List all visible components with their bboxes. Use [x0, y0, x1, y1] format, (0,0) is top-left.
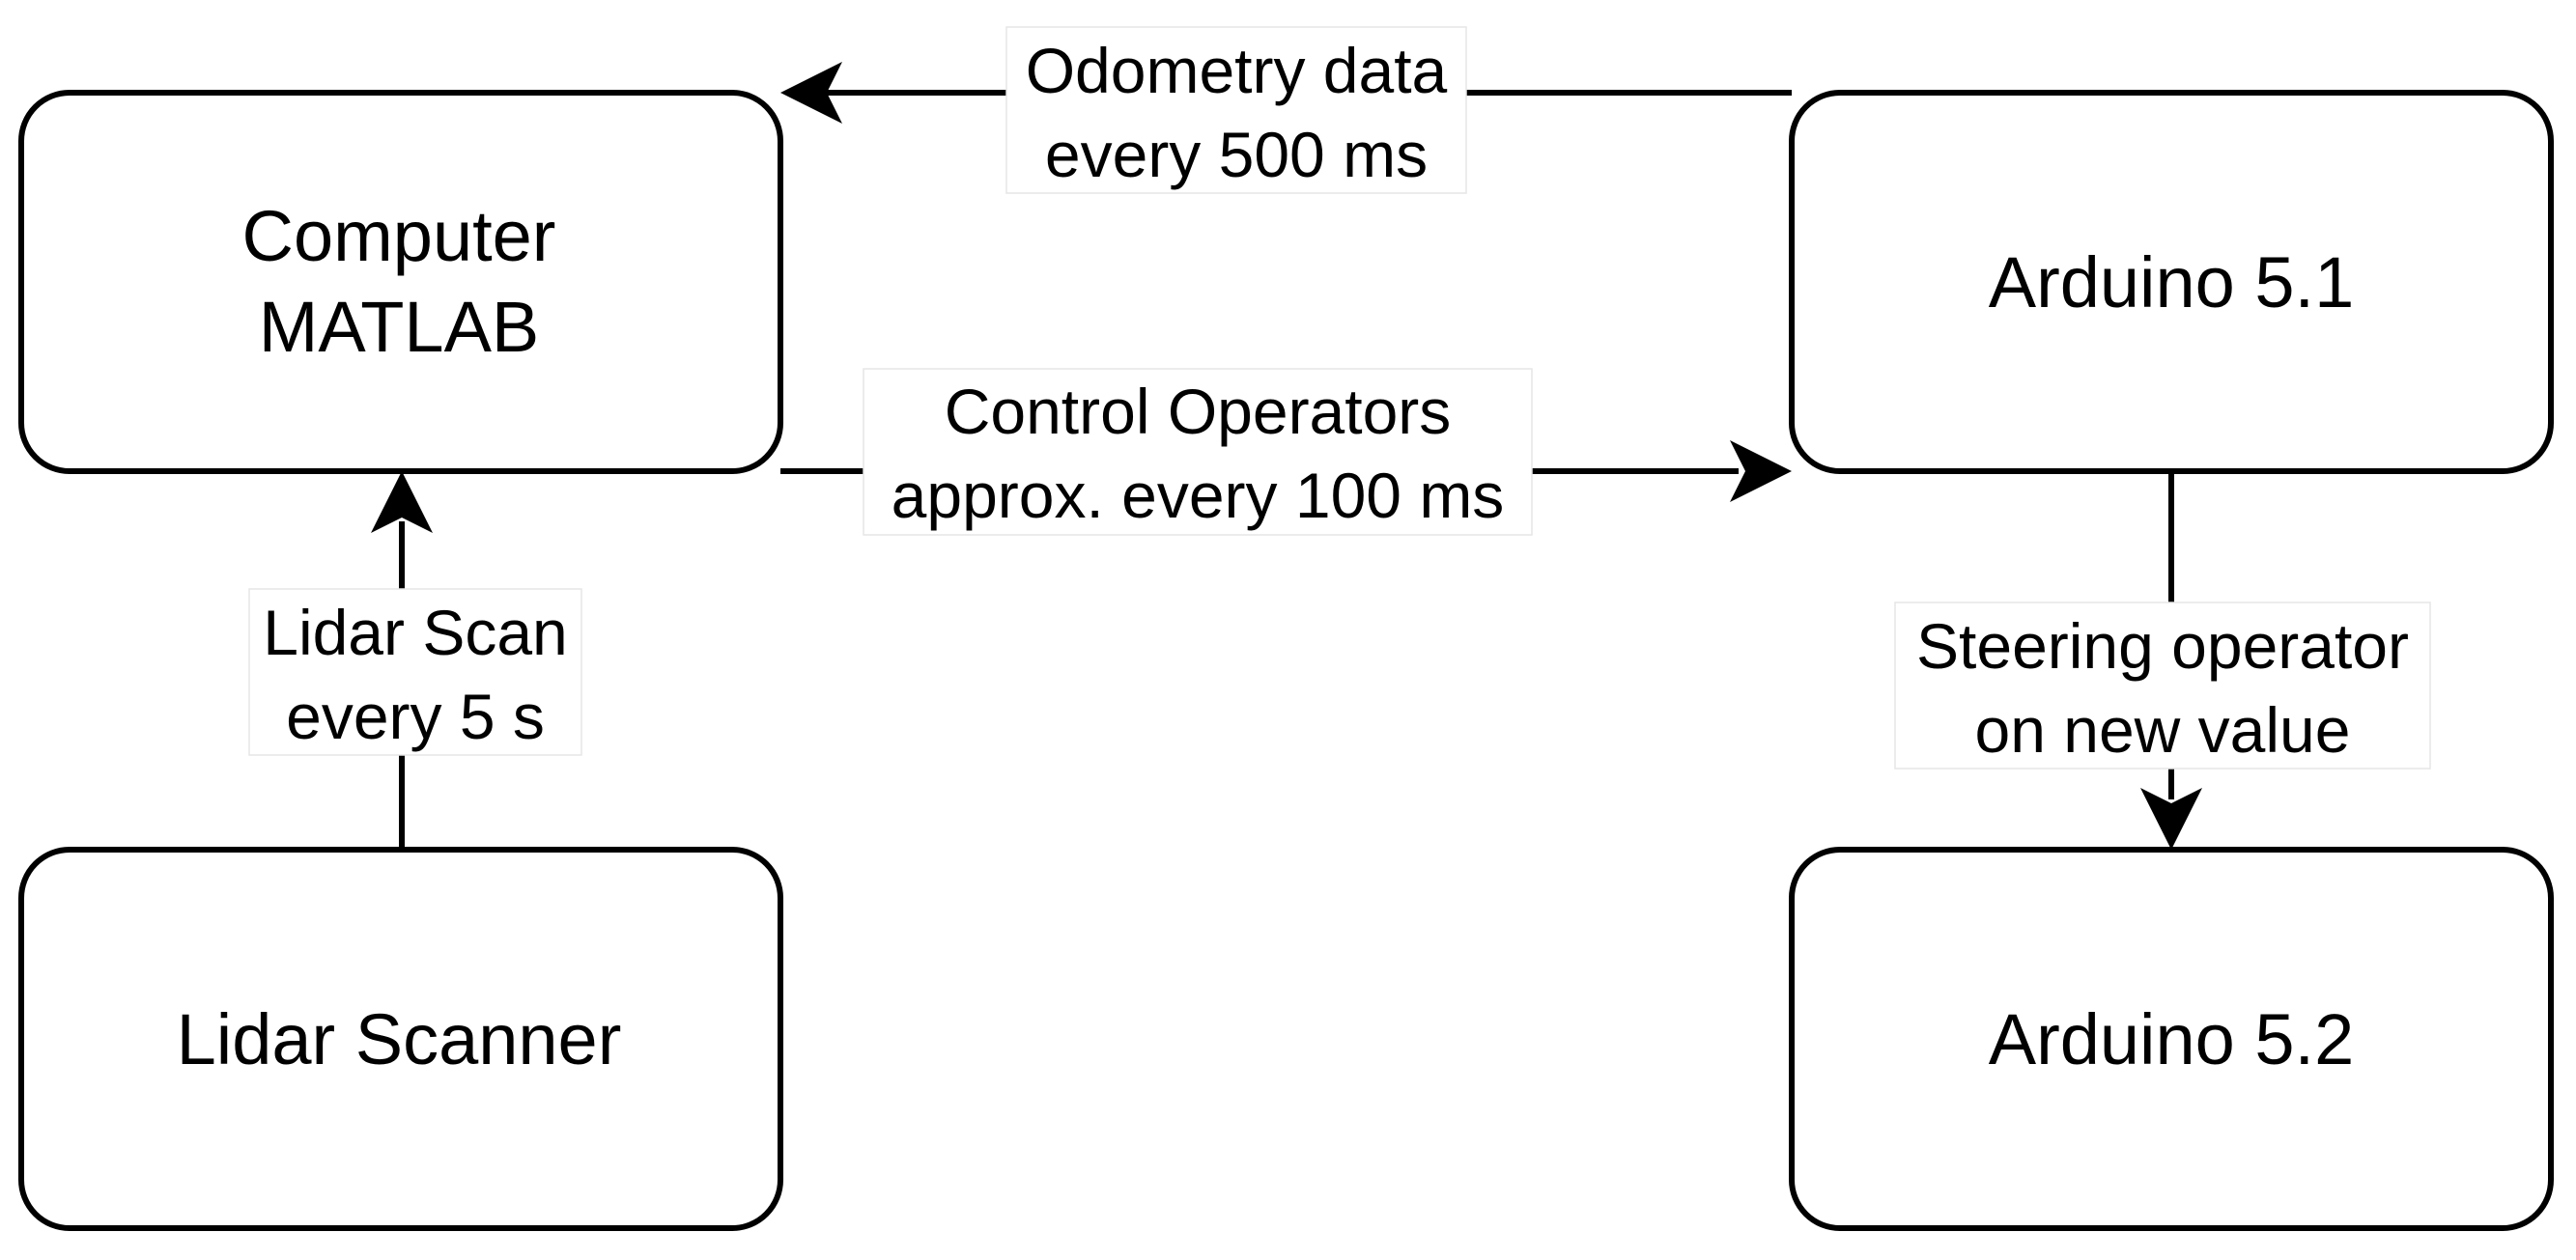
edge-lidar-scan-label-line1: Lidar Scan — [263, 597, 568, 668]
edge-steering-arrowhead — [2140, 788, 2202, 850]
node-computer-label-line1: Computer — [242, 196, 556, 276]
node-arduino-5-1-box — [1789, 90, 2554, 474]
node-arduino-5-1-label: Arduino 5.1 — [1989, 242, 2355, 322]
edge-odometry-label: Odometry data every 500 ms — [1005, 26, 1467, 194]
edge-steering-label-line2: on new value — [1975, 694, 2351, 766]
edge-lidar-scan-label: Lidar Scan every 5 s — [248, 588, 582, 756]
node-computer: Computer MATLAB — [18, 90, 783, 474]
node-computer-box — [18, 90, 783, 474]
node-lidar-scanner-label: Lidar Scanner — [177, 999, 622, 1079]
edge-steering-label-bg — [1894, 602, 2431, 770]
edge-steering-label-line1: Steering operator — [1916, 610, 2409, 682]
node-arduino-5-2-label: Arduino 5.2 — [1989, 999, 2355, 1079]
edge-control-arrowhead — [1730, 440, 1792, 502]
node-lidar-scanner-box — [18, 847, 783, 1231]
node-arduino-5-2: Arduino 5.2 — [1789, 847, 2554, 1231]
node-lidar-scanner: Lidar Scanner — [18, 847, 783, 1231]
edge-odometry-label-line2: every 500 ms — [1045, 119, 1428, 190]
edge-control-label-bg — [863, 368, 1533, 536]
edge-control-label-line1: Control Operators — [945, 376, 1452, 447]
edge-lidar-scan-label-line2: every 5 s — [286, 681, 545, 752]
edge-odometry-label-bg — [1005, 26, 1467, 194]
edge-lidar-scan-label-bg — [248, 588, 582, 756]
edge-control-label-line2: approx. every 100 ms — [892, 460, 1505, 531]
edge-steering-label: Steering operator on new value — [1894, 602, 2431, 770]
node-computer-label-line2: MATLAB — [259, 287, 540, 367]
edge-odometry-label-line1: Odometry data — [1026, 35, 1448, 106]
node-arduino-5-1: Arduino 5.1 — [1789, 90, 2554, 474]
edge-control-label: Control Operators approx. every 100 ms — [863, 368, 1533, 536]
node-arduino-5-2-box — [1789, 847, 2554, 1231]
edge-odometry-arrowhead — [780, 62, 842, 124]
edge-lidar-scan-arrowhead — [371, 471, 433, 533]
